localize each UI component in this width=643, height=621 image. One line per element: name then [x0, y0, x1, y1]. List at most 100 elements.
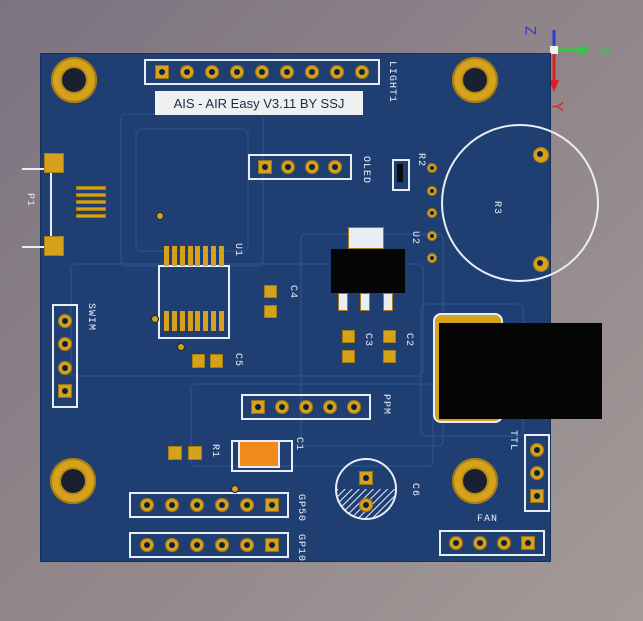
light-header[interactable] — [144, 59, 380, 85]
pin — [139, 498, 154, 512]
swim-header-label: SWIM — [85, 303, 96, 332]
r3-pin — [533, 147, 549, 163]
pin — [473, 536, 487, 550]
pin — [427, 163, 437, 173]
u1-pin — [203, 311, 209, 331]
c1-body[interactable] — [240, 442, 278, 466]
u1-pin — [179, 311, 185, 331]
u2-body[interactable] — [331, 249, 405, 293]
r2-pad — [397, 164, 403, 182]
c1-outline — [231, 440, 293, 472]
z-axis-label: Z — [520, 25, 539, 37]
pin — [214, 538, 229, 552]
pin — [330, 65, 345, 79]
pcb-board[interactable]: LIGHT1 OLED R2 R3 U2 C3 — [22, 53, 599, 563]
oled-header[interactable] — [248, 154, 352, 180]
gp50-header-label: GP50 — [295, 494, 306, 523]
pin — [254, 65, 269, 79]
c6-pin — [359, 498, 373, 512]
c5-pad — [210, 354, 223, 368]
u1-pin — [171, 246, 177, 266]
u1-pin — [187, 311, 193, 331]
u1-pin — [218, 246, 224, 266]
u1-outline[interactable] — [158, 265, 230, 339]
pin — [497, 536, 511, 550]
mounting-hole-bottom-right — [452, 458, 498, 504]
u2-pin-column — [427, 163, 441, 263]
pin — [328, 160, 343, 174]
module-body[interactable] — [439, 323, 602, 419]
u2-label: U2 — [409, 231, 420, 246]
pin — [275, 400, 289, 414]
c4-label: C4 — [287, 285, 298, 300]
u2-leg — [338, 293, 348, 311]
u1-pin — [164, 311, 169, 331]
ppm-header[interactable] — [241, 394, 371, 420]
pin — [229, 65, 244, 79]
r1-label: R1 — [209, 444, 220, 459]
c1-label: C1 — [293, 437, 304, 452]
c5-pad — [192, 354, 205, 368]
swim-header[interactable] — [52, 304, 78, 408]
pin — [139, 538, 154, 552]
r3-label: R3 — [491, 201, 502, 216]
pin — [305, 65, 320, 79]
c2-pad — [383, 350, 396, 363]
y-axis-arrow — [549, 80, 559, 92]
p1-shield-pad — [44, 236, 64, 256]
r1-pad — [188, 446, 202, 460]
via — [177, 343, 185, 351]
pin — [530, 488, 544, 503]
pin — [58, 384, 72, 399]
board-title-label: AIS - AIR Easy V3.11 BY SSJ — [155, 91, 363, 115]
p1-label: P1 — [24, 193, 35, 208]
axis-origin — [550, 46, 558, 54]
u2-tab — [348, 227, 384, 249]
pin — [427, 253, 437, 263]
pin — [154, 65, 169, 79]
r1-pad — [168, 446, 182, 460]
p1-pad — [76, 193, 106, 197]
mounting-hole-top-left — [51, 57, 97, 103]
x-axis-label: X — [594, 45, 613, 57]
gp10-header[interactable] — [129, 532, 289, 558]
p1-pad — [76, 207, 106, 211]
via — [231, 485, 239, 493]
axis-gizmo[interactable] — [518, 18, 628, 118]
pin — [264, 538, 279, 552]
pin — [58, 337, 72, 352]
gp10-header-label: GP10 — [295, 534, 306, 563]
pin — [179, 65, 194, 79]
ppm-header-label: PPM — [380, 394, 391, 416]
pin — [530, 443, 544, 458]
pin — [239, 538, 254, 552]
r3-footprint[interactable] — [430, 123, 610, 293]
pin — [427, 185, 437, 196]
pin — [251, 400, 265, 414]
fan-header[interactable] — [439, 530, 545, 556]
c3-pad — [342, 330, 355, 343]
u1-pin — [164, 246, 169, 266]
pin — [164, 498, 179, 512]
c6-label: C6 — [409, 483, 420, 498]
u1-pin — [218, 311, 224, 331]
pin — [449, 536, 463, 550]
r2-footprint[interactable] — [392, 159, 410, 191]
via — [151, 315, 159, 323]
oled-header-label: OLED — [360, 156, 371, 185]
u1-pin — [187, 246, 193, 266]
via — [156, 212, 164, 220]
pin — [355, 65, 370, 79]
p1-pad — [76, 186, 106, 190]
mounting-hole-bottom-left — [50, 458, 96, 504]
pin — [189, 498, 204, 512]
ttl-header[interactable] — [524, 434, 550, 512]
pin — [427, 208, 437, 218]
r3-pin — [533, 256, 549, 272]
p1-signal-pads — [76, 186, 106, 218]
gp50-header[interactable] — [129, 492, 289, 518]
c4-pad — [264, 305, 277, 318]
c2-label: C2 — [403, 333, 414, 348]
c3-pad — [342, 350, 355, 363]
